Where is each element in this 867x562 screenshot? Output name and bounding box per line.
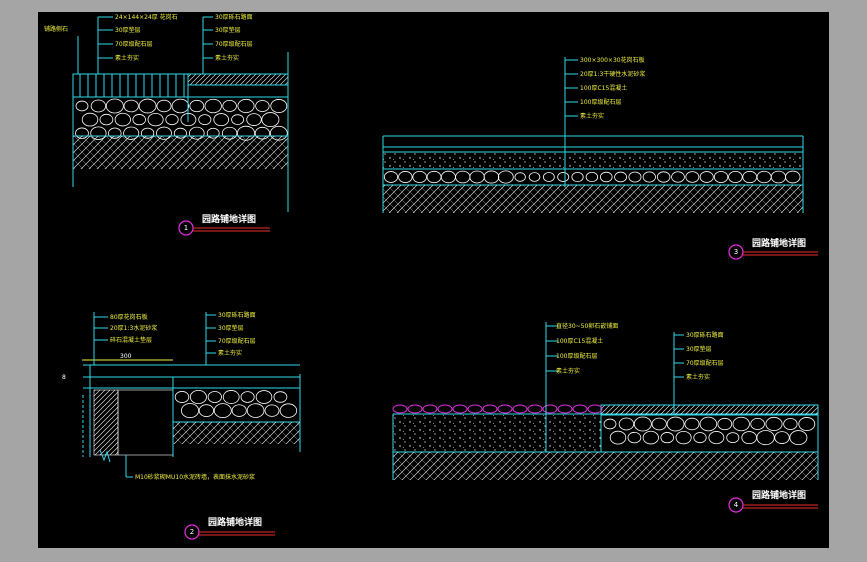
detail-4 xyxy=(392,322,819,480)
d3-label-0: 300×300×30花岗石板 xyxy=(580,57,645,64)
d2-label-left-2: 碎石混凝土垫层 xyxy=(110,337,153,344)
d2-number: 2 xyxy=(189,528,195,536)
title-callouts xyxy=(178,220,818,540)
d1-label-left-3: 素土夯实 xyxy=(115,55,140,62)
d3-label-1: 20厚1:3干硬性水泥砂浆 xyxy=(580,71,646,78)
d4-label-right-1: 30厚垫层 xyxy=(686,346,712,353)
d1-label-curb: 铺路侧石 xyxy=(44,26,69,33)
d2-label-right-3: 素土夯实 xyxy=(218,350,243,357)
d3-title: 园路铺地详图 xyxy=(752,239,807,249)
d4-label-left-3: 素土夯实 xyxy=(556,368,581,375)
d2-side-mark: 8 xyxy=(62,374,66,381)
d3-number: 3 xyxy=(733,248,739,256)
d3-label-3: 100厚级配石层 xyxy=(580,99,622,106)
d1-label-left-2: 70厚级配石层 xyxy=(115,41,153,48)
d4-label-left-0: 直径30~50卵石嵌铺面 xyxy=(556,323,619,330)
d4-label-right-0: 30厚砾石路面 xyxy=(686,332,724,339)
d1-label-left-0: 24×144×24厚 花岗石 xyxy=(115,14,178,21)
d4-label-right-3: 素土夯实 xyxy=(686,374,711,381)
d2-label-right-1: 30厚垫层 xyxy=(218,325,244,332)
drawing-canvas xyxy=(72,16,819,540)
d1-gravel-layer xyxy=(75,98,288,141)
cad-viewport[interactable]: 铺路侧石 24×144×24厚 花岗石 30厚垫层 70厚级配石层 素土夯实 3… xyxy=(38,12,829,548)
d1-label-left-1: 30厚垫层 xyxy=(115,27,141,34)
d1-label-right-0: 30厚砾石路面 xyxy=(215,14,253,21)
d1-title: 园路铺地详图 xyxy=(202,215,257,225)
d2-label-right-2: 70厚级配石层 xyxy=(218,338,256,345)
d4-label-right-2: 70厚级配石层 xyxy=(686,360,724,367)
d4-number: 4 xyxy=(733,501,739,509)
d2-title: 园路铺地详图 xyxy=(208,518,263,528)
d2-label-left-1: 20厚1:3水泥砂浆 xyxy=(110,325,158,332)
detail-1 xyxy=(72,16,289,212)
detail-2 xyxy=(82,312,301,478)
d4-label-left-2: 100厚级配石层 xyxy=(556,353,598,360)
d3-label-2: 100厚C15混凝土 xyxy=(580,85,628,92)
d1-label-right-1: 30厚垫层 xyxy=(215,27,241,34)
d2-bottom-note: M10砂浆砌MU10水泥砖墙，表面抹水泥砂浆 xyxy=(135,474,256,481)
d3-label-4: 素土夯实 xyxy=(580,113,605,120)
detail-3 xyxy=(382,57,804,213)
d1-label-right-3: 素土夯实 xyxy=(215,55,240,62)
d2-label-right-0: 30厚砾石路面 xyxy=(218,312,256,319)
d4-title: 园路铺地详图 xyxy=(752,491,807,501)
d4-pebble-row xyxy=(392,404,603,414)
d1-number: 1 xyxy=(183,224,189,232)
d2-label-left-0: 80厚花岗石板 xyxy=(110,314,148,321)
d1-label-right-2: 70厚级配石层 xyxy=(215,41,253,48)
d4-label-left-1: 100厚C15混凝土 xyxy=(556,338,604,345)
d2-dimension: 300 xyxy=(120,353,132,360)
